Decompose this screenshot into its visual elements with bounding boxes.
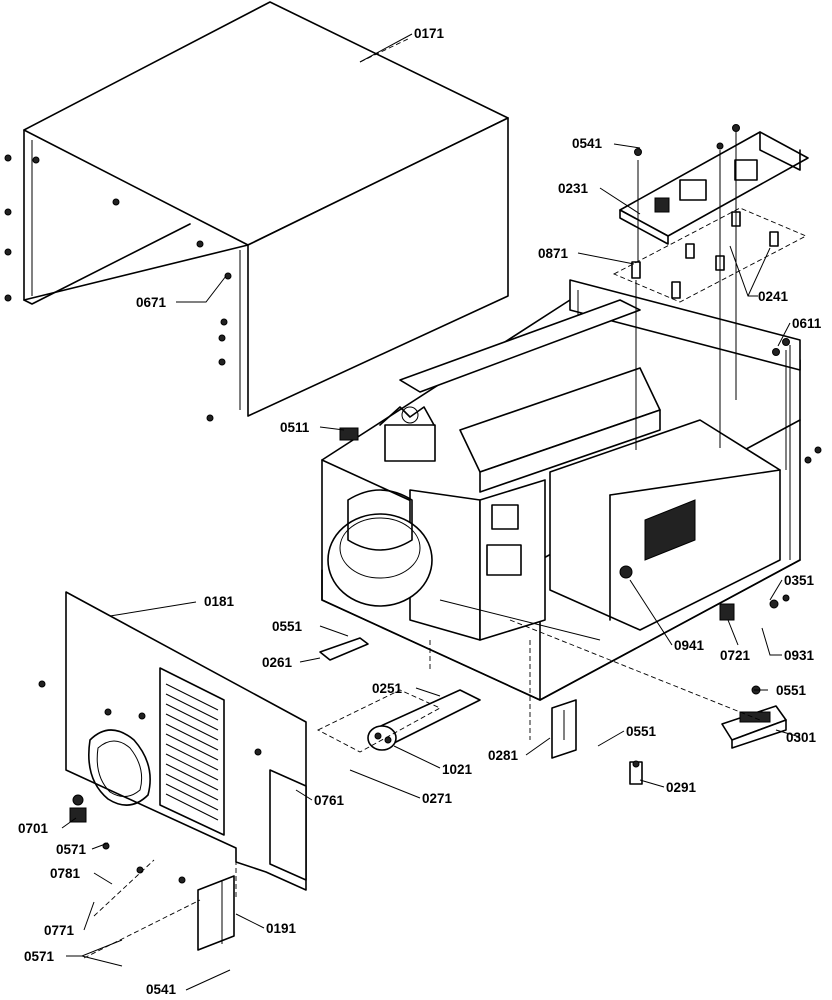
label-0261: 0261: [262, 655, 293, 670]
label-0781: 0781: [50, 866, 81, 881]
label-0231: 0231: [558, 181, 589, 196]
label-0171: 0171: [414, 26, 445, 41]
label-0301: 0301: [786, 730, 817, 745]
control-board: [612, 124, 822, 470]
label-0541-bot: 0541: [146, 982, 177, 997]
label-0611: 0611: [792, 316, 822, 331]
label-0281: 0281: [488, 748, 519, 763]
leader-lines: [61, 33, 801, 991]
label-0941: 0941: [674, 638, 705, 653]
label-0721: 0721: [720, 648, 751, 663]
label-1021: 1021: [442, 762, 473, 777]
main-chassis: [321, 279, 801, 701]
part-labels: 0171 0541 0231 0871 0241 0611 0671 0511 …: [18, 26, 822, 997]
label-0701: 0701: [18, 821, 49, 836]
label-0571-b: 0571: [24, 949, 55, 964]
label-0551-a: 0551: [272, 619, 303, 634]
label-0551-b: 0551: [776, 683, 807, 698]
label-0871: 0871: [538, 246, 569, 261]
label-0771: 0771: [44, 923, 75, 938]
small-parts: [69, 565, 790, 959]
label-0571-a: 0571: [56, 842, 87, 857]
label-0761: 0761: [314, 793, 345, 808]
label-0931: 0931: [784, 648, 815, 663]
label-0271: 0271: [422, 791, 453, 806]
label-0251: 0251: [372, 681, 403, 696]
cabinet-cover: [4, 1, 509, 422]
label-0541-top: 0541: [572, 136, 603, 151]
label-0191: 0191: [266, 921, 297, 936]
label-0511: 0511: [280, 420, 310, 435]
label-0291: 0291: [666, 780, 697, 795]
fan-motor: [339, 406, 436, 462]
label-0241: 0241: [758, 289, 789, 304]
rear-panel: [38, 591, 307, 891]
label-0671-top: 0671: [136, 295, 167, 310]
label-0551-c: 0551: [626, 724, 657, 739]
label-0181: 0181: [204, 594, 235, 609]
label-0351: 0351: [784, 573, 815, 588]
